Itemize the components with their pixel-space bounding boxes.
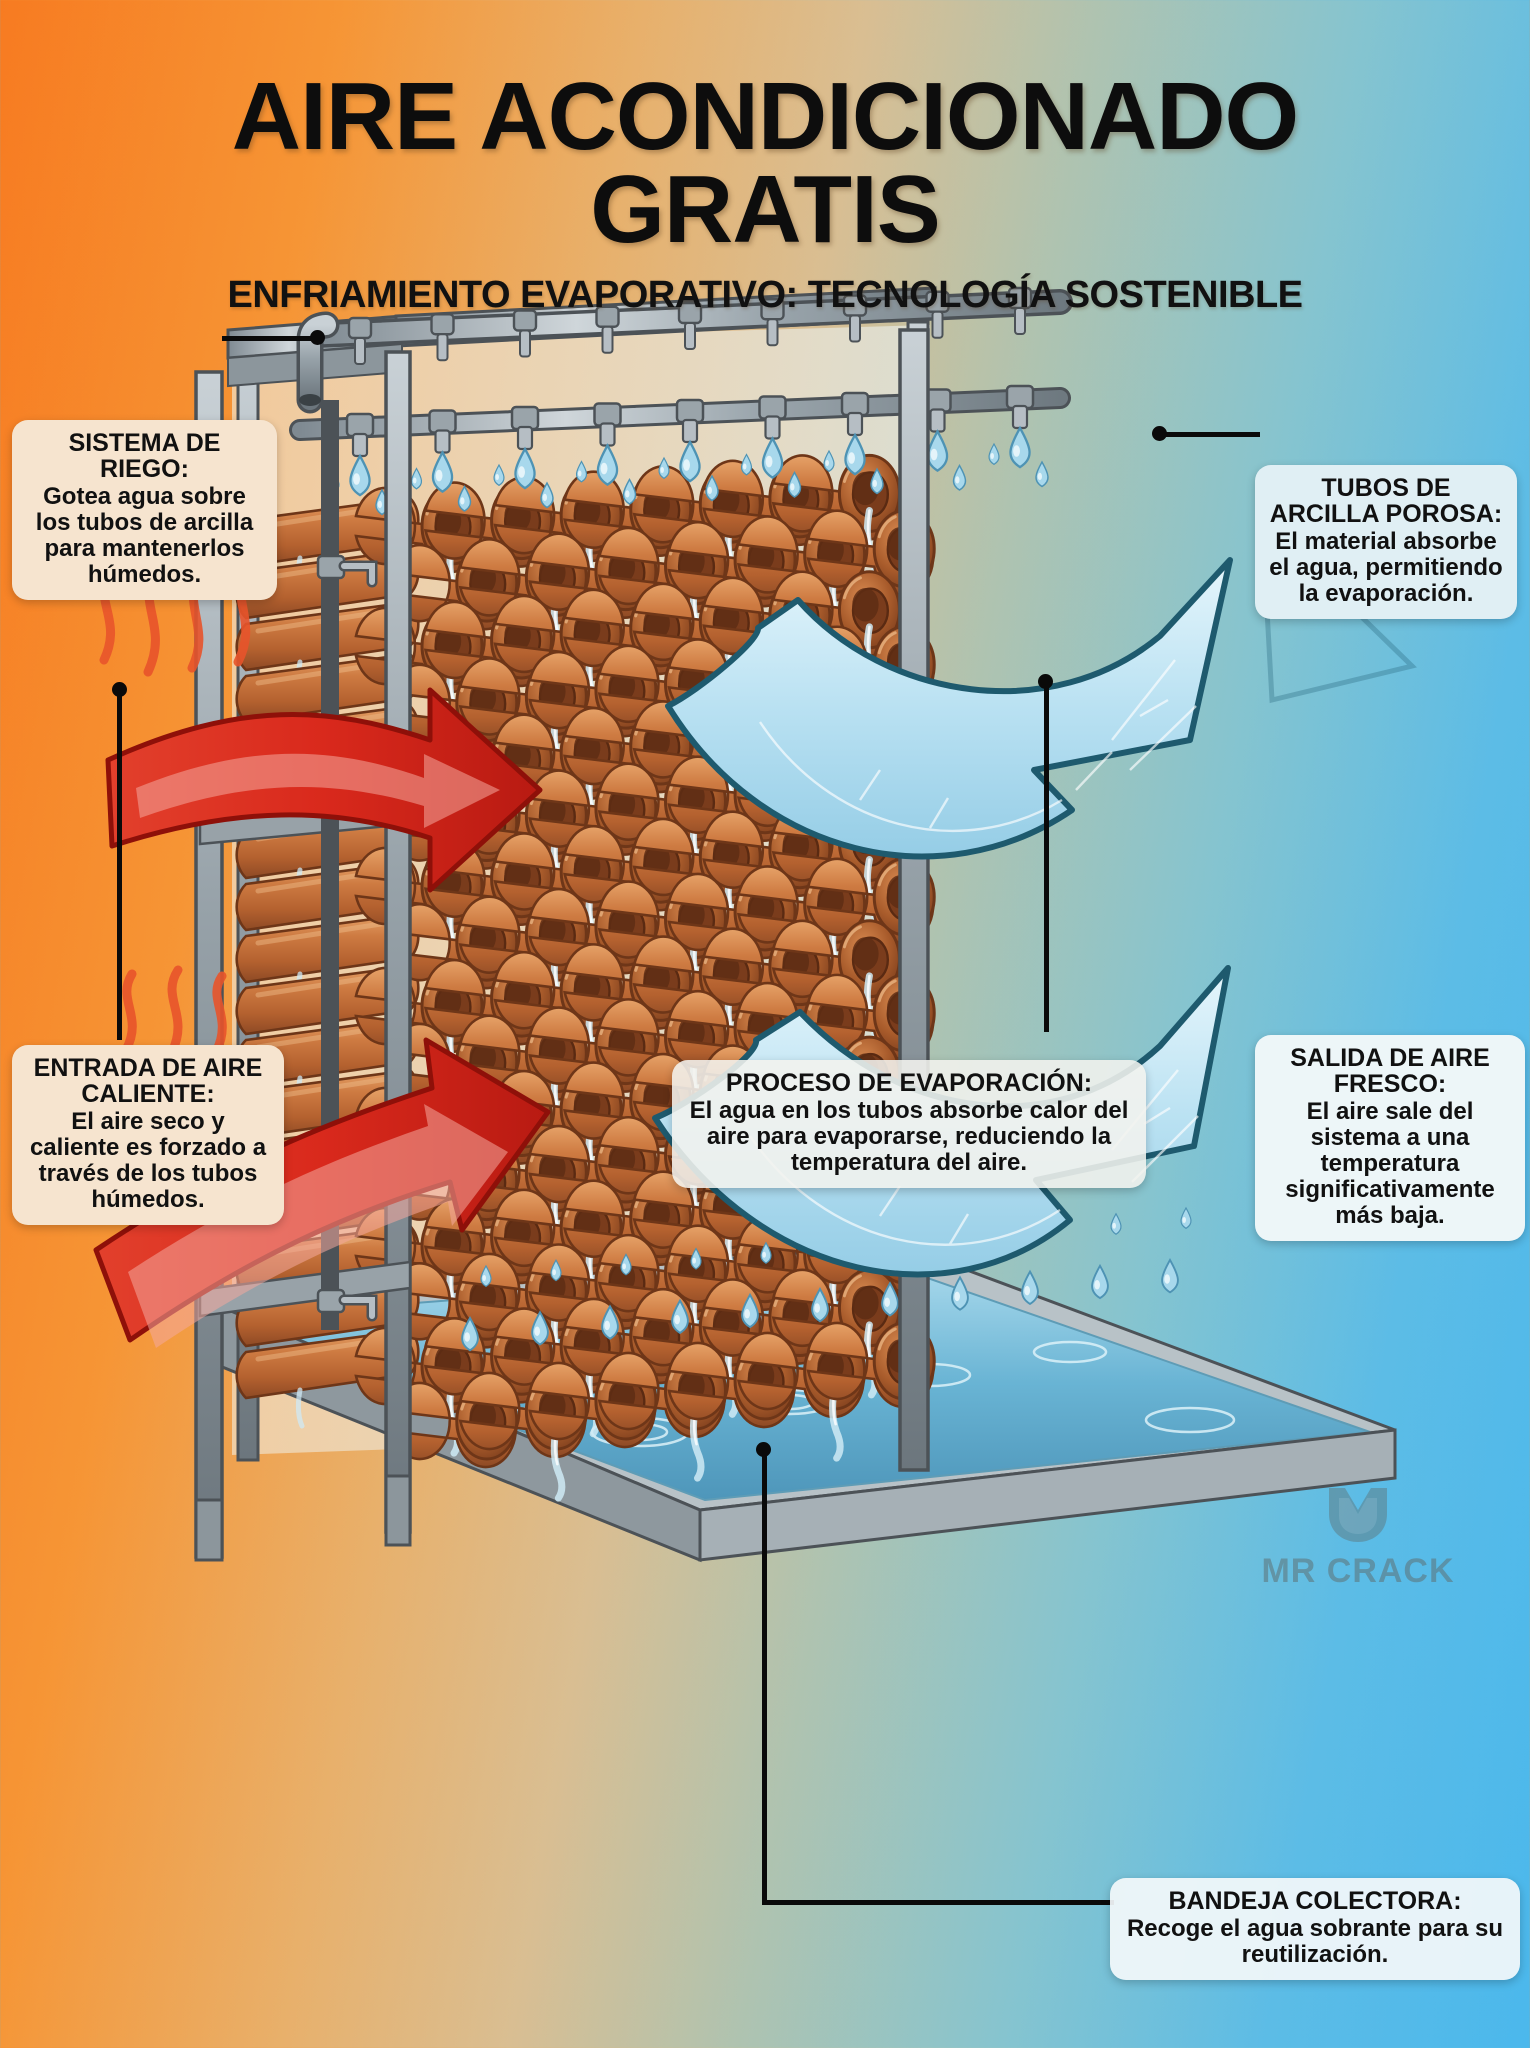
callout-riego-body: Gotea agua sobre los tubos de arcilla pa…	[35, 483, 254, 588]
callout-bandeja-colectora[interactable]: BANDEJA COLECTORA: Recoge el agua sobran…	[1110, 1878, 1520, 1980]
leader-line-bandeja-v	[762, 1448, 767, 1904]
leader-dot-salida	[1038, 674, 1053, 689]
page-subtitle: ENFRIAMIENTO EVAPORATIVO: TECNOLOGÍA SOS…	[227, 274, 1303, 317]
leader-dot-entrada	[112, 682, 127, 697]
callout-proceso-de-evaporacion[interactable]: PROCESO DE EVAPORACIÓN: El agua en los t…	[672, 1060, 1146, 1188]
callout-riego-title: SISTEMA DE RIEGO:	[68, 429, 221, 483]
callout-salida-title: SALIDA DE AIRE FRESCO:	[1290, 1044, 1490, 1098]
watermark-text: MR CRACK	[1261, 1552, 1455, 1590]
callout-tubos-de-arcilla-porosa[interactable]: TUBOS DE ARCILLA POROSA: El material abs…	[1255, 465, 1517, 619]
clay-tube-stack-front	[354, 453, 936, 1502]
callout-entrada-de-aire-caliente[interactable]: ENTRADA DE AIRE CALIENTE: El aire seco y…	[12, 1045, 284, 1225]
leader-line-riego	[222, 336, 318, 341]
header: AIRE ACONDICIONADO GRATIS ENFRIAMIENTO E…	[0, 69, 1530, 317]
watermark-logo-icon	[1315, 1480, 1401, 1546]
cool-air-arrow-upper	[665, 557, 1233, 860]
callout-tubos-body: El material absorbe el agua, permitiendo…	[1269, 528, 1503, 607]
callout-bandeja-title: BANDEJA COLECTORA:	[1168, 1887, 1462, 1915]
title-line-2: GRATIS	[590, 156, 941, 264]
leader-line-salida	[1044, 680, 1049, 1032]
leader-line-bandeja-h	[762, 1900, 1114, 1905]
callout-salida-body: El aire sale del sistema a una temperatu…	[1285, 1098, 1495, 1229]
callout-entrada-body: El aire seco y caliente es forzado a tra…	[29, 1108, 267, 1213]
title-line-1: AIRE ACONDICIONADO	[231, 63, 1299, 170]
leader-line-entrada	[117, 688, 122, 1040]
leader-dot-tubos	[1152, 426, 1167, 441]
callout-entrada-title: ENTRADA DE AIRE CALIENTE:	[33, 1054, 263, 1108]
watermark: MR CRACK	[1248, 1480, 1468, 1591]
irrigation-pipe-manifold	[289, 286, 1073, 458]
callout-proceso-title: PROCESO DE EVAPORACIÓN:	[725, 1069, 1093, 1097]
callout-bandeja-body: Recoge el agua sobrante para su reutiliz…	[1126, 1915, 1504, 1968]
leader-dot-riego	[310, 330, 325, 345]
callout-sistema-de-riego[interactable]: SISTEMA DE RIEGO: Gotea agua sobre los t…	[12, 420, 277, 600]
leader-line-tubos	[1160, 432, 1260, 437]
callout-tubos-title: TUBOS DE ARCILLA POROSA:	[1269, 474, 1503, 528]
callout-proceso-body: El agua en los tubos absorbe calor del a…	[689, 1097, 1129, 1176]
hot-air-arrow-upper	[105, 687, 543, 893]
page-title: AIRE ACONDICIONADO GRATIS	[0, 69, 1530, 258]
leader-dot-bandeja	[756, 1442, 771, 1457]
callout-salida-de-aire-fresco[interactable]: SALIDA DE AIRE FRESCO: El aire sale del …	[1255, 1035, 1525, 1241]
